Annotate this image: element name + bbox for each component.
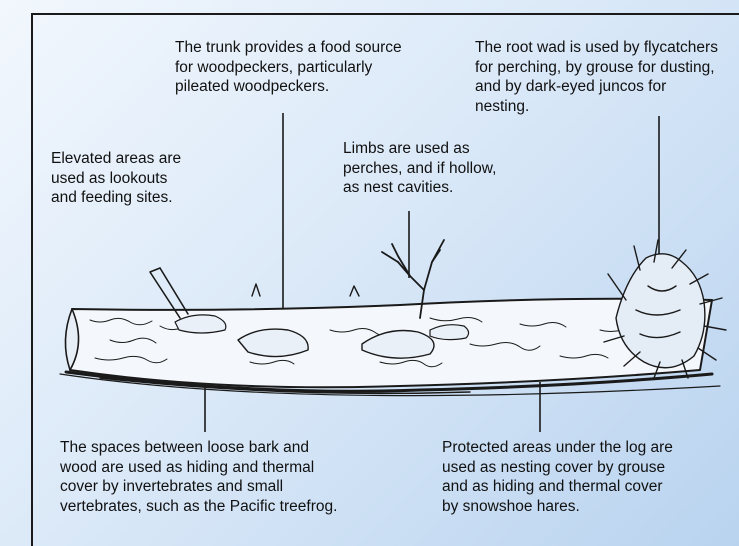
label-trunk: The trunk provides a food source for woo… bbox=[175, 38, 402, 97]
label-limbs: Limbs are used as perches, and if hollow… bbox=[343, 139, 496, 198]
label-protected: Protected areas under the log are used a… bbox=[442, 438, 673, 516]
fallen-log-drawing bbox=[60, 240, 726, 396]
stub-top-2 bbox=[350, 286, 359, 296]
label-root-wad: The root wad is used by flycatchers for … bbox=[475, 38, 737, 116]
label-elevated: Elevated areas are used as lookouts and … bbox=[51, 149, 181, 208]
stub-top-1 bbox=[252, 284, 260, 296]
label-bark-spaces: The spaces between loose bark and wood a… bbox=[60, 438, 337, 516]
bark-patch-4 bbox=[430, 325, 469, 340]
